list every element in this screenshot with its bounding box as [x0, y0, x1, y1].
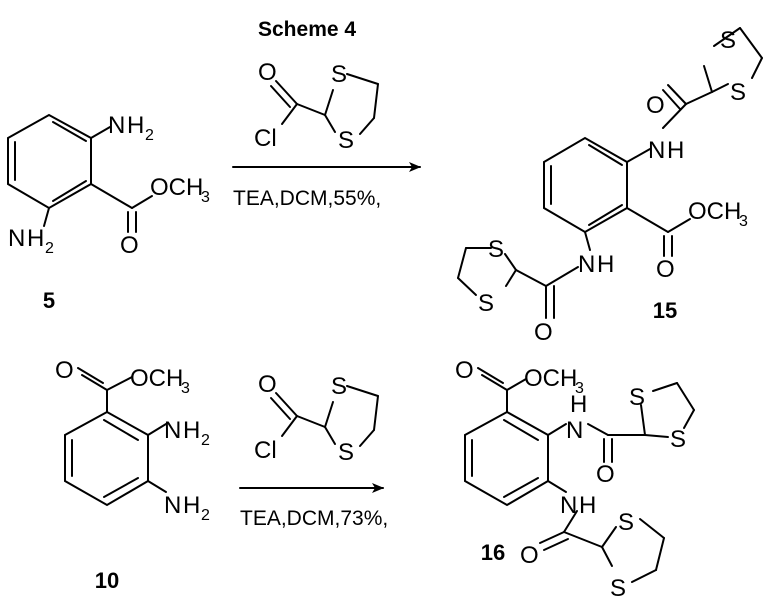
sulfur-label: S	[478, 290, 494, 317]
amine-label: N	[164, 492, 181, 519]
reagent-acyl-chloride-1: O Cl S S	[254, 59, 379, 154]
amide-nh-label: N	[566, 417, 583, 444]
ester-methoxy-label: OCH	[130, 365, 183, 392]
amine-label: N	[108, 112, 125, 139]
amine-label: H	[127, 112, 144, 139]
amide-nh-label: H	[579, 492, 596, 519]
amine-label: N	[8, 225, 25, 252]
carbonyl-oxygen-label: O	[520, 542, 539, 569]
chlorine-label: Cl	[254, 437, 277, 464]
amide-nh-label: N	[648, 137, 665, 164]
reagent-acyl-chloride-2: O Cl S S	[254, 371, 379, 466]
amide-nh-label: N	[560, 492, 577, 519]
carbonyl-oxygen-label: O	[646, 92, 665, 119]
compound-number: 16	[481, 540, 505, 565]
scheme-title: Scheme 4	[258, 18, 356, 41]
compound-number: 15	[653, 298, 677, 323]
sulfur-label: S	[331, 61, 347, 88]
amide-nh-label: N	[578, 251, 595, 278]
subscript: 2	[45, 240, 54, 257]
sulfur-label: S	[331, 373, 347, 400]
compound-number: 10	[95, 568, 119, 593]
compound-number: 5	[43, 288, 55, 313]
amide-nh-label: H	[667, 137, 684, 164]
amine-label: H	[27, 225, 44, 252]
amine-label: H	[183, 417, 200, 444]
compound-16-structure: O OCH 3 H N O S S N H O S S	[455, 357, 695, 602]
sulfur-label: S	[618, 509, 634, 536]
carbonyl-oxygen-label: O	[55, 357, 74, 384]
sulfur-label: S	[488, 236, 504, 263]
subscript: 2	[145, 127, 154, 144]
subscript: 2	[201, 432, 210, 449]
sulfur-label: S	[338, 127, 354, 154]
carbonyl-oxygen-label: O	[656, 256, 675, 283]
compound-5-structure: N H 2 OCH 3 O N H 2	[7, 112, 210, 259]
chlorine-label: Cl	[254, 125, 277, 152]
carbonyl-oxygen-label: O	[258, 371, 277, 398]
carbonyl-oxygen-label: O	[596, 461, 615, 488]
sulfur-label: S	[610, 575, 626, 602]
amide-nh-label: H	[570, 391, 587, 418]
ester-methoxy-label: OCH	[150, 174, 203, 201]
ester-methoxy-label: OCH	[524, 365, 577, 392]
sulfur-label: S	[338, 439, 354, 466]
ester-methoxy-label: OCH	[688, 198, 741, 225]
sulfur-label: S	[629, 384, 645, 411]
subscript: 3	[181, 380, 190, 397]
reaction-conditions: TEA,DCM,73%,	[240, 507, 388, 530]
carbonyl-oxygen-label: O	[455, 357, 474, 384]
reaction-conditions: TEA,DCM,55%,	[233, 187, 381, 210]
amine-label: N	[164, 417, 181, 444]
sulfur-label: S	[670, 426, 686, 453]
amide-nh-label: H	[597, 251, 614, 278]
sulfur-label: S	[730, 79, 746, 106]
sulfur-label: S	[720, 27, 736, 54]
compound-15-structure: S S O N H OCH 3 O N H O S S	[457, 27, 763, 346]
subscript: 3	[739, 213, 748, 230]
carbonyl-oxygen-label: O	[258, 59, 277, 86]
carbonyl-oxygen-label: O	[534, 319, 553, 346]
compound-10-structure: O OCH 3 N H 2 N H 2	[55, 357, 210, 524]
subscript: 3	[575, 380, 584, 397]
carbonyl-oxygen-label: O	[120, 232, 139, 259]
subscript: 3	[201, 189, 210, 206]
subscript: 2	[201, 507, 210, 524]
amine-label: H	[183, 492, 200, 519]
